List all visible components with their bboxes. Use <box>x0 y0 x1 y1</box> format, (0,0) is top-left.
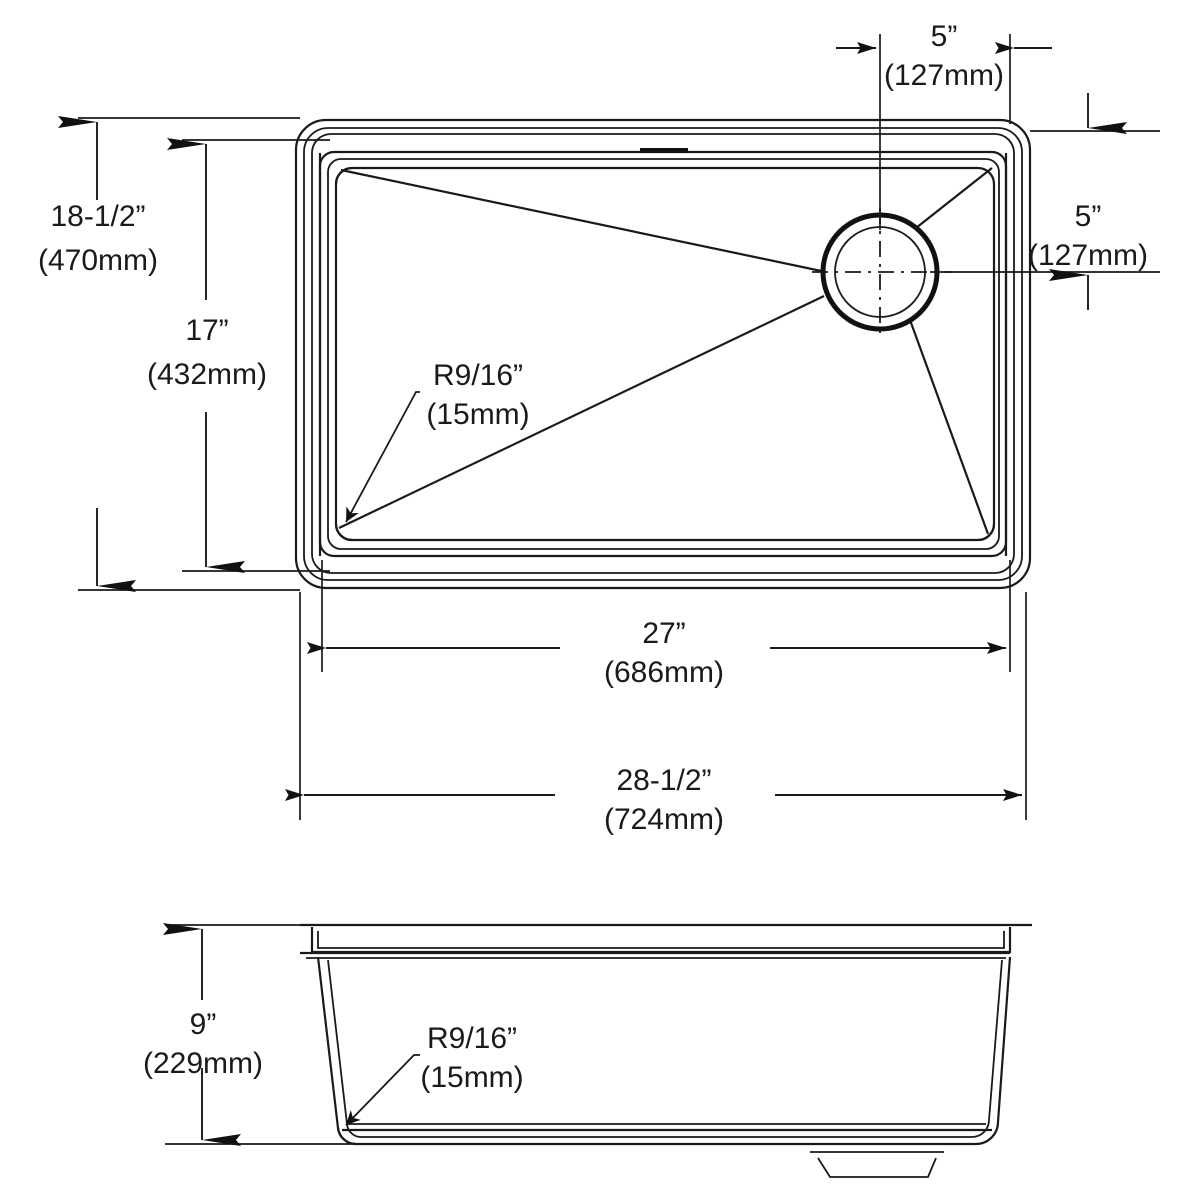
sink-rim-ledge-outer <box>303 127 1023 581</box>
bowl-depth-metric: (432mm) <box>147 358 267 391</box>
sink-outer-outline <box>294 118 1032 590</box>
bowl-height-metric: (229mm) <box>143 1047 263 1080</box>
overall-width-imperial: 28-1/2” <box>616 764 711 797</box>
slope-line-bottom-left-to-drain <box>338 295 825 529</box>
overall-width-metric: (724mm) <box>604 803 724 836</box>
side-drain-sump <box>817 1157 937 1178</box>
leader-corner-radius-top-view <box>345 391 420 523</box>
side-bowl-inner-profile <box>327 959 1003 1138</box>
basin-wall-band <box>327 158 1000 550</box>
bowl-opening-outline <box>318 150 1008 558</box>
overflow-notch <box>640 148 688 153</box>
corner-radius-top-metric: (15mm) <box>426 398 529 431</box>
corner-radius-top-imperial: R9/16” <box>433 359 523 392</box>
top-view-group: 5” (127mm) 5” (127mm) 18-1/2” (470mm) 17… <box>38 20 1160 836</box>
bowl-height-imperial: 9” <box>190 1008 217 1041</box>
bowl-width-metric: (686mm) <box>604 656 724 689</box>
corner-fillet-bottom-right <box>977 523 996 542</box>
drain-offset-h-imperial: 5” <box>931 20 958 53</box>
slope-line-bottom-right-to-drain <box>908 319 990 535</box>
corner-fillet-bottom-left <box>334 523 353 542</box>
overall-depth-metric: (470mm) <box>38 244 158 277</box>
side-view-group: 9” (229mm) R9/16” (15mm) <box>143 923 1032 1178</box>
slope-line-top-right-to-drain <box>915 167 993 229</box>
corner-radius-side-metric: (15mm) <box>420 1061 523 1094</box>
bowl-width-imperial: 27” <box>642 617 685 650</box>
slope-line-top-left-to-drain <box>340 168 827 274</box>
bowl-depth-imperial: 17” <box>185 314 228 347</box>
drain-offset-v-metric: (127mm) <box>1028 239 1148 272</box>
corner-fillet-top-left <box>334 166 353 185</box>
side-rim-band-inner <box>317 931 1005 949</box>
corner-radius-side-imperial: R9/16” <box>427 1022 517 1055</box>
leader-corner-radius-side-view <box>345 1054 420 1126</box>
drain-offset-v-imperial: 5” <box>1075 200 1102 233</box>
drain-offset-h-metric: (127mm) <box>884 59 1004 92</box>
side-corner-fillet-bottom-left <box>336 1127 357 1146</box>
overall-depth-imperial: 18-1/2” <box>50 200 145 233</box>
